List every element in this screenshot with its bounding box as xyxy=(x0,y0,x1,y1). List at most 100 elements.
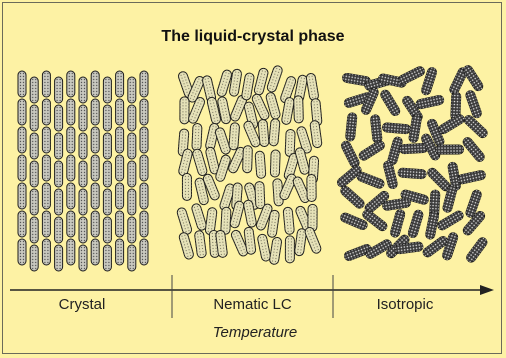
crystal-molecule xyxy=(18,127,26,153)
crystal-molecule xyxy=(128,189,136,215)
crystal-molecule xyxy=(116,155,124,181)
crystal-molecule xyxy=(91,127,99,153)
crystal-molecule xyxy=(79,189,87,215)
isotropic-molecule xyxy=(345,113,357,142)
isotropic-molecule xyxy=(425,211,439,240)
nematic-molecule xyxy=(221,207,231,234)
nematic-molecule xyxy=(269,237,282,265)
crystal-molecule xyxy=(18,155,26,181)
crystal-molecule xyxy=(30,245,38,271)
crystal-molecule xyxy=(91,155,99,181)
crystal-molecule xyxy=(91,239,99,265)
crystal-molecule xyxy=(30,161,38,187)
phase-label-crystal: Crystal xyxy=(18,296,146,313)
nematic-molecule xyxy=(214,127,231,155)
crystal-molecule xyxy=(67,71,75,97)
crystal-molecule xyxy=(42,211,50,237)
nematic-molecule xyxy=(194,230,206,258)
crystal-molecule xyxy=(91,71,99,97)
crystal-molecule xyxy=(42,239,50,265)
nematic-molecule xyxy=(229,123,240,151)
isotropic-molecule xyxy=(356,171,385,190)
crystal-molecule xyxy=(140,155,148,181)
isotropic-molecule xyxy=(407,209,424,238)
crystal-molecule xyxy=(30,189,38,215)
crystal-molecule xyxy=(18,211,26,237)
isotropic-molecule xyxy=(379,89,401,118)
nematic-molecule xyxy=(270,150,280,177)
isotropic-molecule xyxy=(390,209,406,238)
isotropic-molecule xyxy=(408,114,421,143)
crystal-molecule xyxy=(30,77,38,103)
crystal-molecule xyxy=(55,77,63,103)
crystal-molecule xyxy=(55,105,63,131)
nematic-molecule xyxy=(269,119,280,147)
crystal-molecule xyxy=(103,217,111,243)
isotropic-molecule xyxy=(465,89,483,118)
nematic-molecule xyxy=(255,151,266,179)
nematic-molecule xyxy=(285,236,294,263)
nematic-molecule xyxy=(285,129,295,156)
crystal-molecule xyxy=(116,99,124,125)
isotropic-molecule xyxy=(398,168,427,179)
nematic-molecule xyxy=(283,207,295,235)
crystal-molecule xyxy=(91,211,99,237)
crystal-molecule xyxy=(103,245,111,271)
crystal-molecule xyxy=(128,133,136,159)
nematic-molecule xyxy=(304,226,322,254)
crystal-molecule xyxy=(103,161,111,187)
crystal-molecule xyxy=(116,127,124,153)
crystal-molecule xyxy=(103,189,111,215)
nematic-molecule xyxy=(176,207,193,235)
crystal-molecule xyxy=(67,99,75,125)
isotropic-molecule xyxy=(383,160,398,189)
crystal-molecule xyxy=(18,239,26,265)
nematic-molecule xyxy=(191,203,208,231)
axis-label-temperature: Temperature xyxy=(190,324,320,341)
isotropic-molecule xyxy=(358,139,386,162)
crystal-molecule xyxy=(116,71,124,97)
crystal-molecule xyxy=(140,183,148,209)
crystal-molecules xyxy=(18,71,148,271)
crystal-molecule xyxy=(79,161,87,187)
crystal-molecule xyxy=(30,133,38,159)
crystal-molecule xyxy=(67,127,75,153)
crystal-molecule xyxy=(55,217,63,243)
crystal-molecule xyxy=(140,71,148,97)
nematic-molecule xyxy=(243,146,253,173)
crystal-molecule xyxy=(116,211,124,237)
nematic-molecule xyxy=(253,67,268,95)
crystal-molecule xyxy=(116,183,124,209)
crystal-molecule xyxy=(42,155,50,181)
crystal-molecule xyxy=(42,127,50,153)
isotropic-molecule xyxy=(436,145,464,154)
isotropic-molecule xyxy=(461,136,486,163)
crystal-molecule xyxy=(42,99,50,125)
crystal-molecule xyxy=(18,99,26,125)
crystal-molecule xyxy=(67,211,75,237)
crystal-molecule xyxy=(79,105,87,131)
crystal-molecule xyxy=(42,71,50,97)
nematic-molecule xyxy=(182,173,191,200)
crystal-molecule xyxy=(79,77,87,103)
nematic-molecule xyxy=(180,97,189,124)
crystal-molecule xyxy=(128,161,136,187)
crystal-molecule xyxy=(128,217,136,243)
crystal-molecule xyxy=(30,105,38,131)
isotropic-molecule xyxy=(415,95,444,110)
crystal-molecule xyxy=(67,239,75,265)
crystal-molecule xyxy=(42,183,50,209)
crystal-molecule xyxy=(128,105,136,131)
crystal-molecule xyxy=(128,245,136,271)
crystal-molecule xyxy=(140,127,148,153)
isotropic-molecule xyxy=(457,170,486,185)
crystal-molecule xyxy=(140,211,148,237)
nematic-molecule xyxy=(307,174,316,201)
crystal-molecule xyxy=(103,105,111,131)
crystal-molecule xyxy=(79,133,87,159)
isotropic-molecule xyxy=(465,236,489,264)
crystal-molecule xyxy=(128,77,136,103)
nematic-molecules xyxy=(176,65,322,265)
crystal-molecule xyxy=(18,183,26,209)
crystal-molecule xyxy=(67,155,75,181)
